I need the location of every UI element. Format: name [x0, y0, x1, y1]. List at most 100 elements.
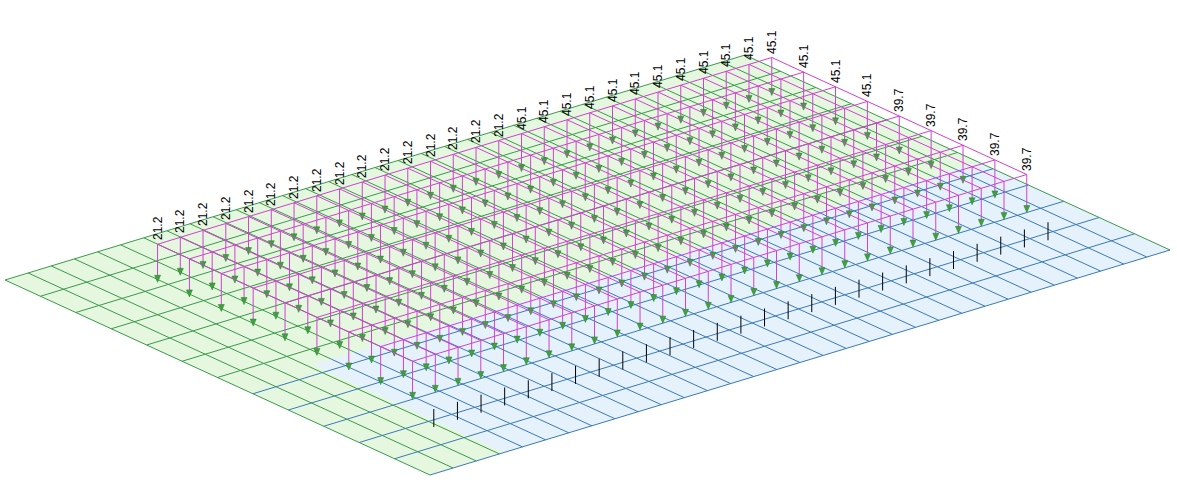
arrow-head [673, 288, 679, 295]
load-value: 45.1 [516, 106, 528, 129]
mesh-line [447, 324, 638, 412]
load-arrow [790, 222, 791, 254]
load-arrow [248, 217, 249, 249]
load-arrow [608, 156, 609, 188]
load-arrow [494, 191, 495, 223]
load-value: 45.1 [798, 45, 810, 68]
load-arrow [903, 188, 904, 220]
load-frame [253, 101, 867, 288]
load-arrow [926, 181, 927, 213]
load-arrow [589, 234, 590, 266]
arrow-head [400, 371, 406, 378]
load-arrow [694, 178, 695, 210]
load-arrow [594, 306, 595, 338]
load-value: 45.1 [830, 59, 842, 82]
support-line [929, 258, 930, 276]
load-arrow [517, 305, 518, 337]
arrow-head [1024, 206, 1030, 213]
arrow-head [523, 358, 529, 365]
load-arrow [344, 260, 345, 292]
support-line [977, 244, 978, 262]
support-line [599, 359, 600, 377]
load-arrow [580, 213, 581, 245]
arrow-head [582, 315, 588, 322]
load-arrow [794, 172, 795, 204]
load-arrow [476, 147, 477, 179]
support-line [622, 352, 623, 370]
load-frame [567, 120, 822, 237]
load-arrow [690, 228, 691, 260]
load-arrow [435, 354, 436, 386]
load-frame [362, 182, 617, 299]
mesh-line [817, 211, 1008, 299]
load-value: 45.1 [861, 74, 873, 97]
load-arrow [867, 223, 868, 255]
load-arrow [1026, 175, 1027, 207]
load-arrow [749, 186, 750, 218]
load-arrow [398, 268, 399, 300]
load-arrow [799, 122, 800, 154]
load-arrow [244, 267, 245, 299]
load-arrow [203, 230, 204, 262]
load-arrow [430, 161, 431, 193]
mesh-line [516, 303, 707, 391]
load-arrow [485, 169, 486, 201]
load-arrow [266, 260, 267, 292]
load-arrow [212, 252, 213, 284]
mesh-line [632, 268, 823, 356]
mesh-line [724, 240, 915, 328]
load-arrow [776, 251, 777, 283]
mesh-line [430, 250, 1170, 475]
load-arrow [803, 72, 804, 104]
load-arrow [963, 145, 964, 177]
load-arrow [899, 116, 900, 148]
load-arrow [503, 212, 504, 244]
arrow-head [764, 260, 770, 267]
load-arrow [271, 210, 272, 242]
load-arrow [812, 215, 813, 247]
load-arrow [703, 200, 704, 232]
arrow-head [878, 226, 884, 233]
load-value: 45.1 [720, 44, 732, 67]
arrow-head [842, 261, 848, 268]
load-arrow [708, 150, 709, 182]
arrow-head [446, 357, 452, 364]
load-arrow [749, 64, 750, 96]
load-arrow [658, 214, 659, 246]
arrow-head [177, 268, 183, 275]
mesh-line [324, 201, 1064, 426]
mesh-line [285, 373, 476, 461]
mesh-line [655, 261, 846, 349]
load-arrow [617, 299, 618, 331]
arrow-head [728, 295, 734, 302]
load-value: 21.2 [402, 141, 414, 164]
load-arrow [521, 255, 522, 287]
load-arrow [608, 277, 609, 309]
load-frame [499, 141, 754, 258]
load-arrow [853, 130, 854, 162]
load-value: 21.2 [447, 127, 459, 150]
support-line [646, 344, 647, 362]
arrow-head [946, 205, 952, 212]
load-arrow [426, 211, 427, 243]
support-line [953, 251, 954, 269]
load-arrow [444, 254, 445, 286]
load-arrow [380, 225, 381, 257]
arrow-head [537, 329, 543, 336]
load-arrow [621, 127, 622, 159]
mesh-line [470, 317, 661, 405]
load-arrow [530, 277, 531, 309]
mesh-line [236, 210, 470, 317]
load-arrow [439, 304, 440, 336]
load-arrow [435, 233, 436, 265]
load-frame [658, 92, 913, 209]
load-frame [590, 113, 845, 230]
load-arrow [621, 249, 622, 281]
mesh-line [288, 185, 1028, 410]
load-arrow [385, 297, 386, 329]
load-arrow [667, 235, 668, 267]
load-arrow [640, 292, 641, 324]
arrow-head [819, 268, 825, 275]
load-arrow [758, 86, 759, 118]
load-arrow [658, 92, 659, 124]
